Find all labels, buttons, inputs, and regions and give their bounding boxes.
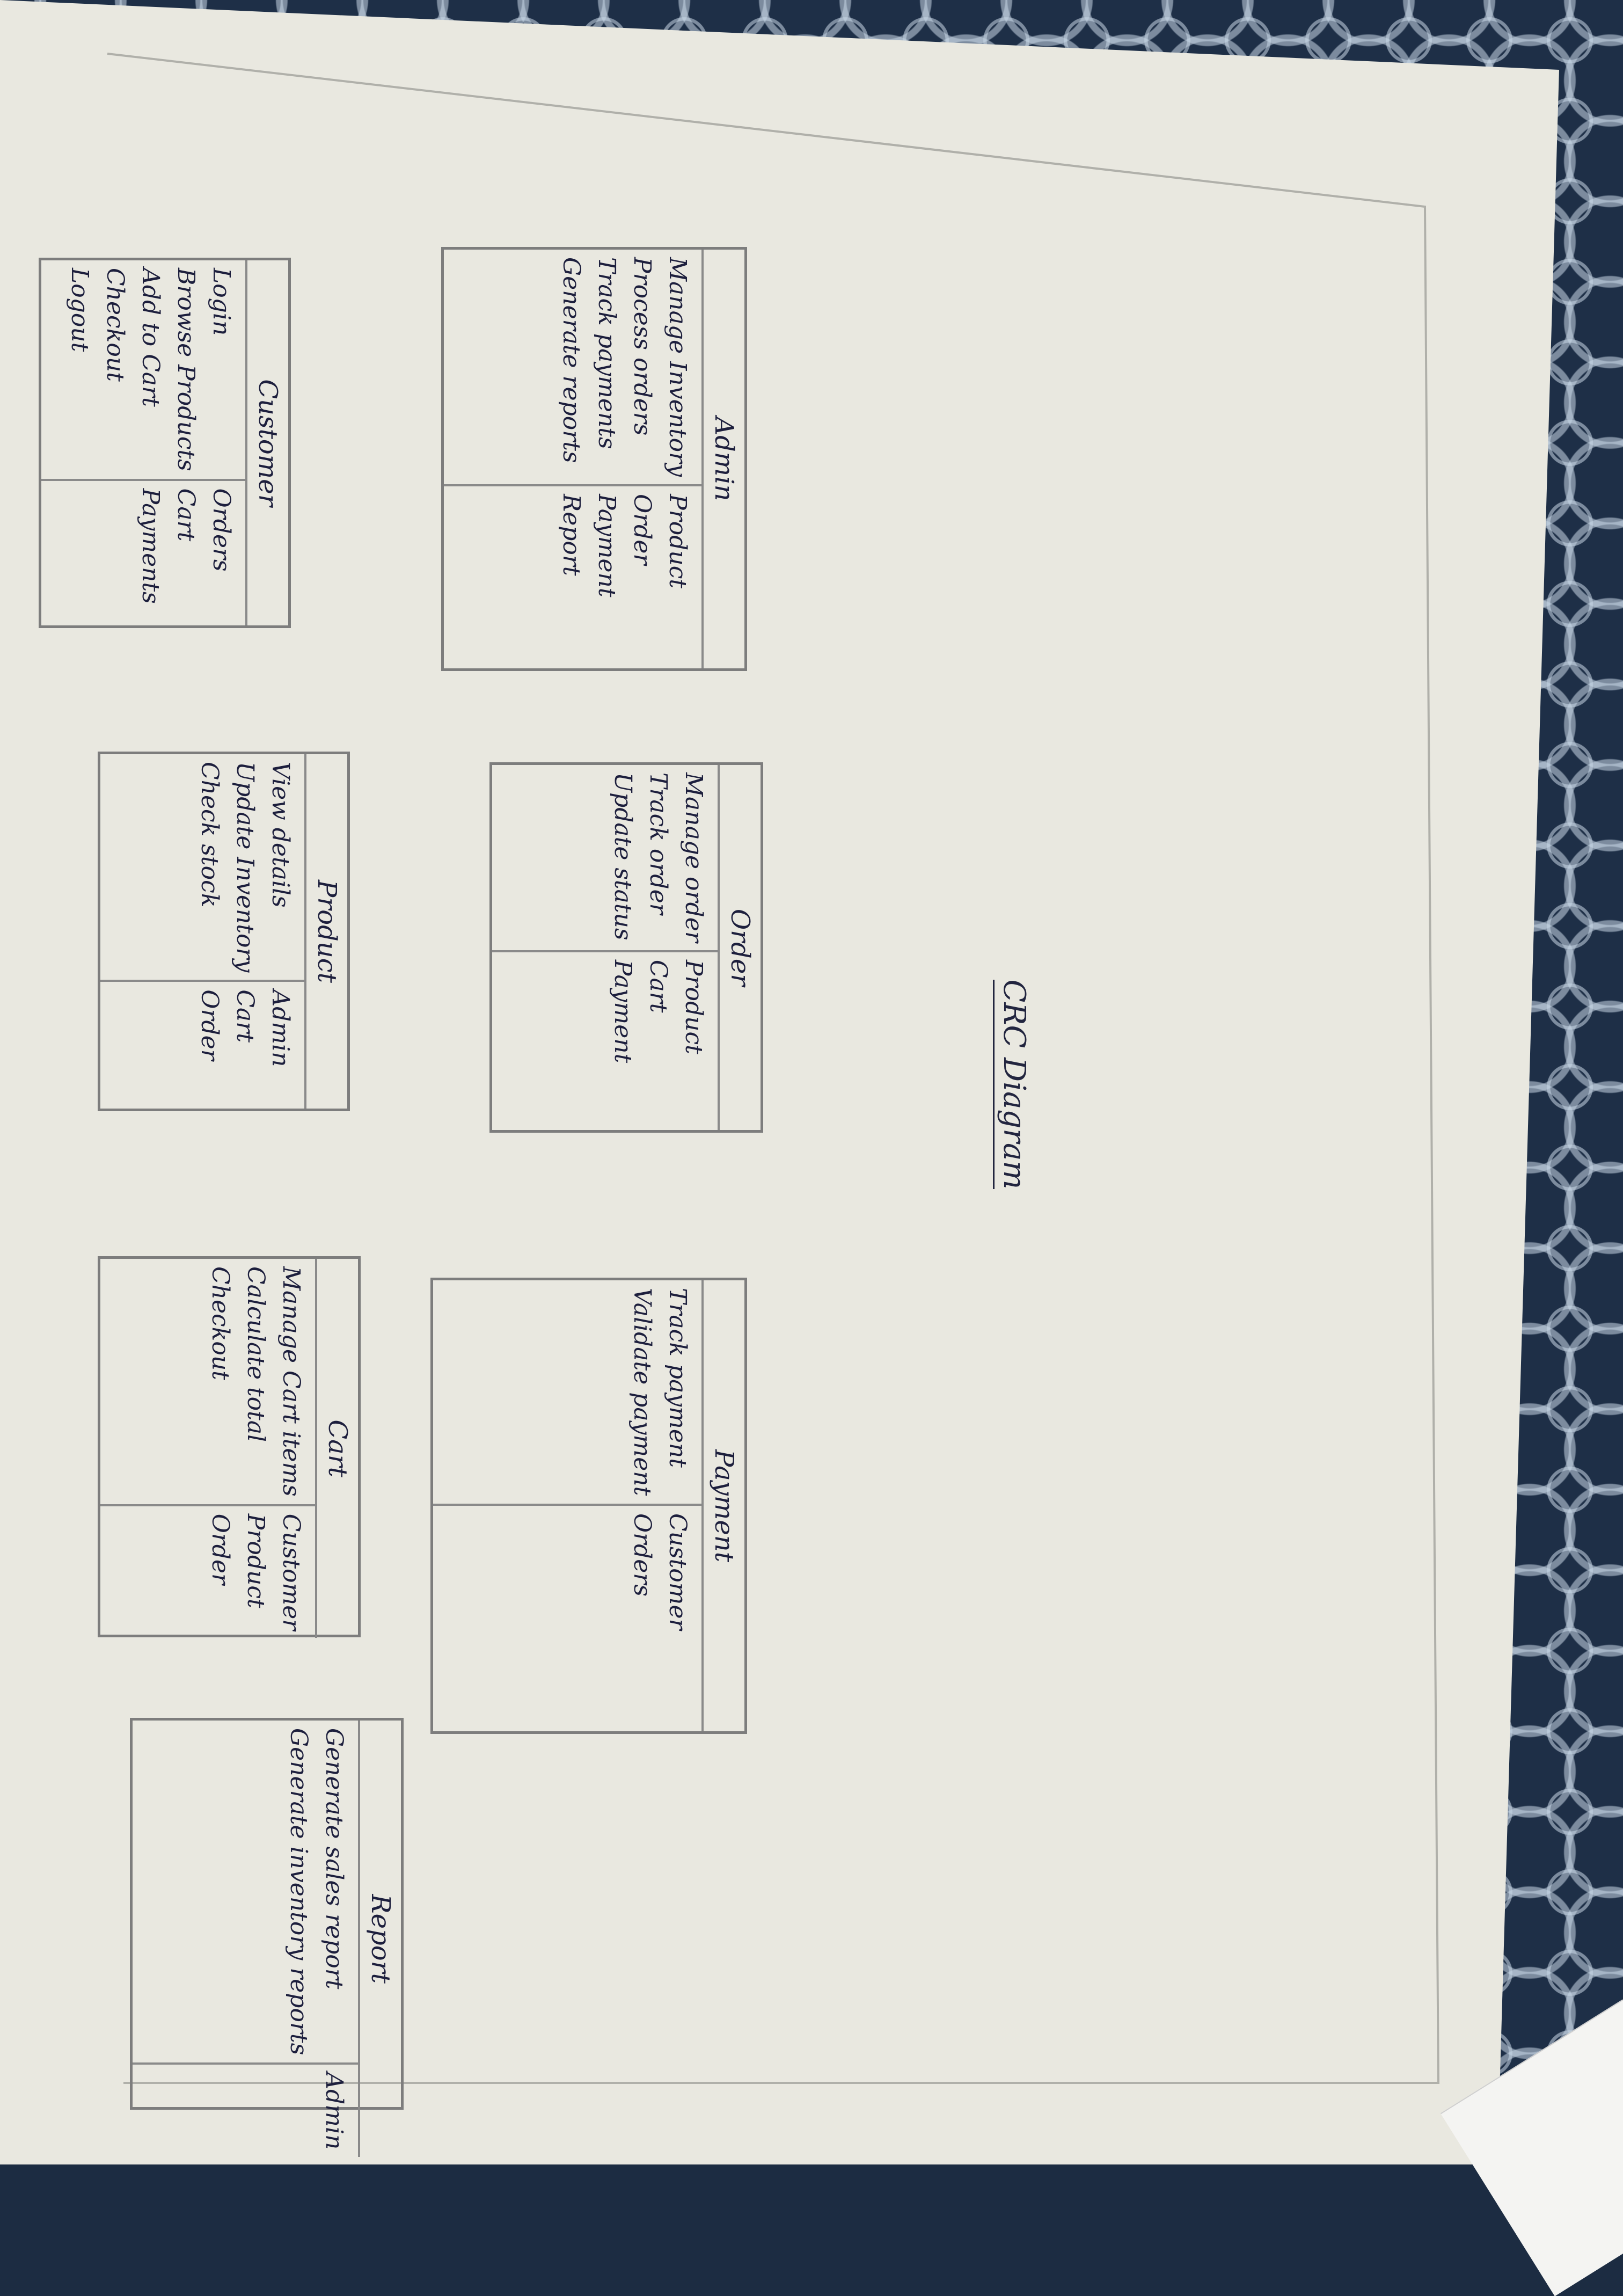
- list-item: Logout: [66, 268, 93, 352]
- list-item: Cart: [172, 488, 200, 542]
- list-item: Product: [680, 959, 707, 1054]
- list-item: Generate inventory reports: [285, 1728, 312, 2056]
- collaborators: Product Cart Payment: [492, 952, 718, 1130]
- list-item: Report: [558, 494, 585, 576]
- collaborators: Orders Cart Payments: [41, 481, 245, 625]
- diagram-stage: CRC Diagram Customer Login Browse Produc…: [4, 0, 1048, 2164]
- collaborators: Admin: [133, 2065, 358, 2157]
- responsibilities: Track payment Validate payment: [433, 1280, 701, 1506]
- responsibilities: Login Browse Products Add to Cart Checko…: [41, 260, 245, 481]
- collaborators: Customer Orders: [433, 1506, 701, 1731]
- responsibilities: Manage Cart items Calculate total Checko…: [100, 1259, 315, 1506]
- list-item: Product: [664, 494, 691, 589]
- list-item: Browse Products: [172, 268, 200, 471]
- list-item: Track payment: [664, 1288, 691, 1468]
- card-name: Product: [304, 754, 347, 1109]
- card-name: Order: [718, 765, 761, 1130]
- list-item: Generate sales report: [320, 1728, 348, 1989]
- responsibilities: View details Update Inventory Check stoc…: [100, 754, 304, 982]
- list-item: Payment: [593, 494, 620, 597]
- card-payment: Payment Track payment Validate payment C…: [430, 1278, 747, 1734]
- list-item: Add to Cart: [137, 268, 164, 407]
- list-item: Admin: [267, 989, 294, 1067]
- responsibilities: Manage Inventory Process orders Track pa…: [444, 250, 701, 487]
- list-item: Track order: [645, 772, 672, 915]
- card-report: Report Generate sales report Generate in…: [130, 1718, 404, 2157]
- list-item: Order: [628, 494, 656, 565]
- list-item: View details: [267, 762, 294, 908]
- card-name: Cart: [315, 1259, 358, 1638]
- list-item: Process orders: [628, 257, 656, 436]
- list-item: Calculate total: [242, 1266, 269, 1442]
- list-item: Manage order: [680, 772, 707, 943]
- responsibilities: Manage order Track order Update status: [492, 765, 718, 952]
- list-item: Manage Inventory: [664, 257, 691, 477]
- list-item: Login: [208, 268, 235, 336]
- list-item: Cart: [645, 959, 672, 1013]
- list-item: Track payments: [593, 257, 620, 449]
- list-item: Payments: [137, 488, 164, 604]
- list-item: Update status: [609, 772, 637, 941]
- list-item: Customer: [277, 1513, 305, 1631]
- card-cart: Cart Manage Cart items Calculate total C…: [98, 1256, 361, 1638]
- card-product: Product View details Update Inventory Ch…: [98, 752, 350, 1111]
- list-item: Orders: [208, 488, 235, 572]
- diagram-title: CRC Diagram: [993, 923, 1032, 1245]
- list-item: Generate reports: [558, 257, 585, 463]
- card-name: Customer: [245, 260, 288, 625]
- list-item: Validate payment: [628, 1288, 656, 1496]
- list-item: Order: [196, 989, 223, 1061]
- list-item: Cart: [231, 989, 259, 1043]
- list-item: Customer: [664, 1513, 691, 1630]
- card-customer: Customer Login Browse Products Add to Ca…: [39, 258, 291, 628]
- list-item: Checkout: [207, 1266, 234, 1380]
- list-item: Order: [207, 1513, 234, 1585]
- card-name: Report: [358, 1721, 401, 2157]
- list-item: Payment: [609, 959, 637, 1063]
- list-item: Update Inventory: [231, 762, 259, 973]
- list-item: Orders: [628, 1513, 656, 1597]
- list-item: Manage Cart items: [277, 1266, 305, 1497]
- card-admin: Admin Manage Inventory Process orders Tr…: [441, 247, 747, 671]
- list-item: Product: [242, 1513, 269, 1608]
- card-name: Payment: [701, 1280, 744, 1731]
- card-order: Order Manage order Track order Update st…: [489, 762, 763, 1133]
- collaborators: Customer Product Order: [100, 1506, 315, 1638]
- list-item: Checkout: [101, 268, 129, 382]
- collaborators: Admin Cart Order: [100, 982, 304, 1109]
- responsibilities: Generate sales report Generate inventory…: [133, 1721, 358, 2065]
- collaborators: Product Order Payment Report: [444, 486, 701, 668]
- list-item: Check stock: [196, 762, 223, 908]
- card-name: Admin: [701, 250, 744, 668]
- list-item: Admin: [320, 2072, 348, 2150]
